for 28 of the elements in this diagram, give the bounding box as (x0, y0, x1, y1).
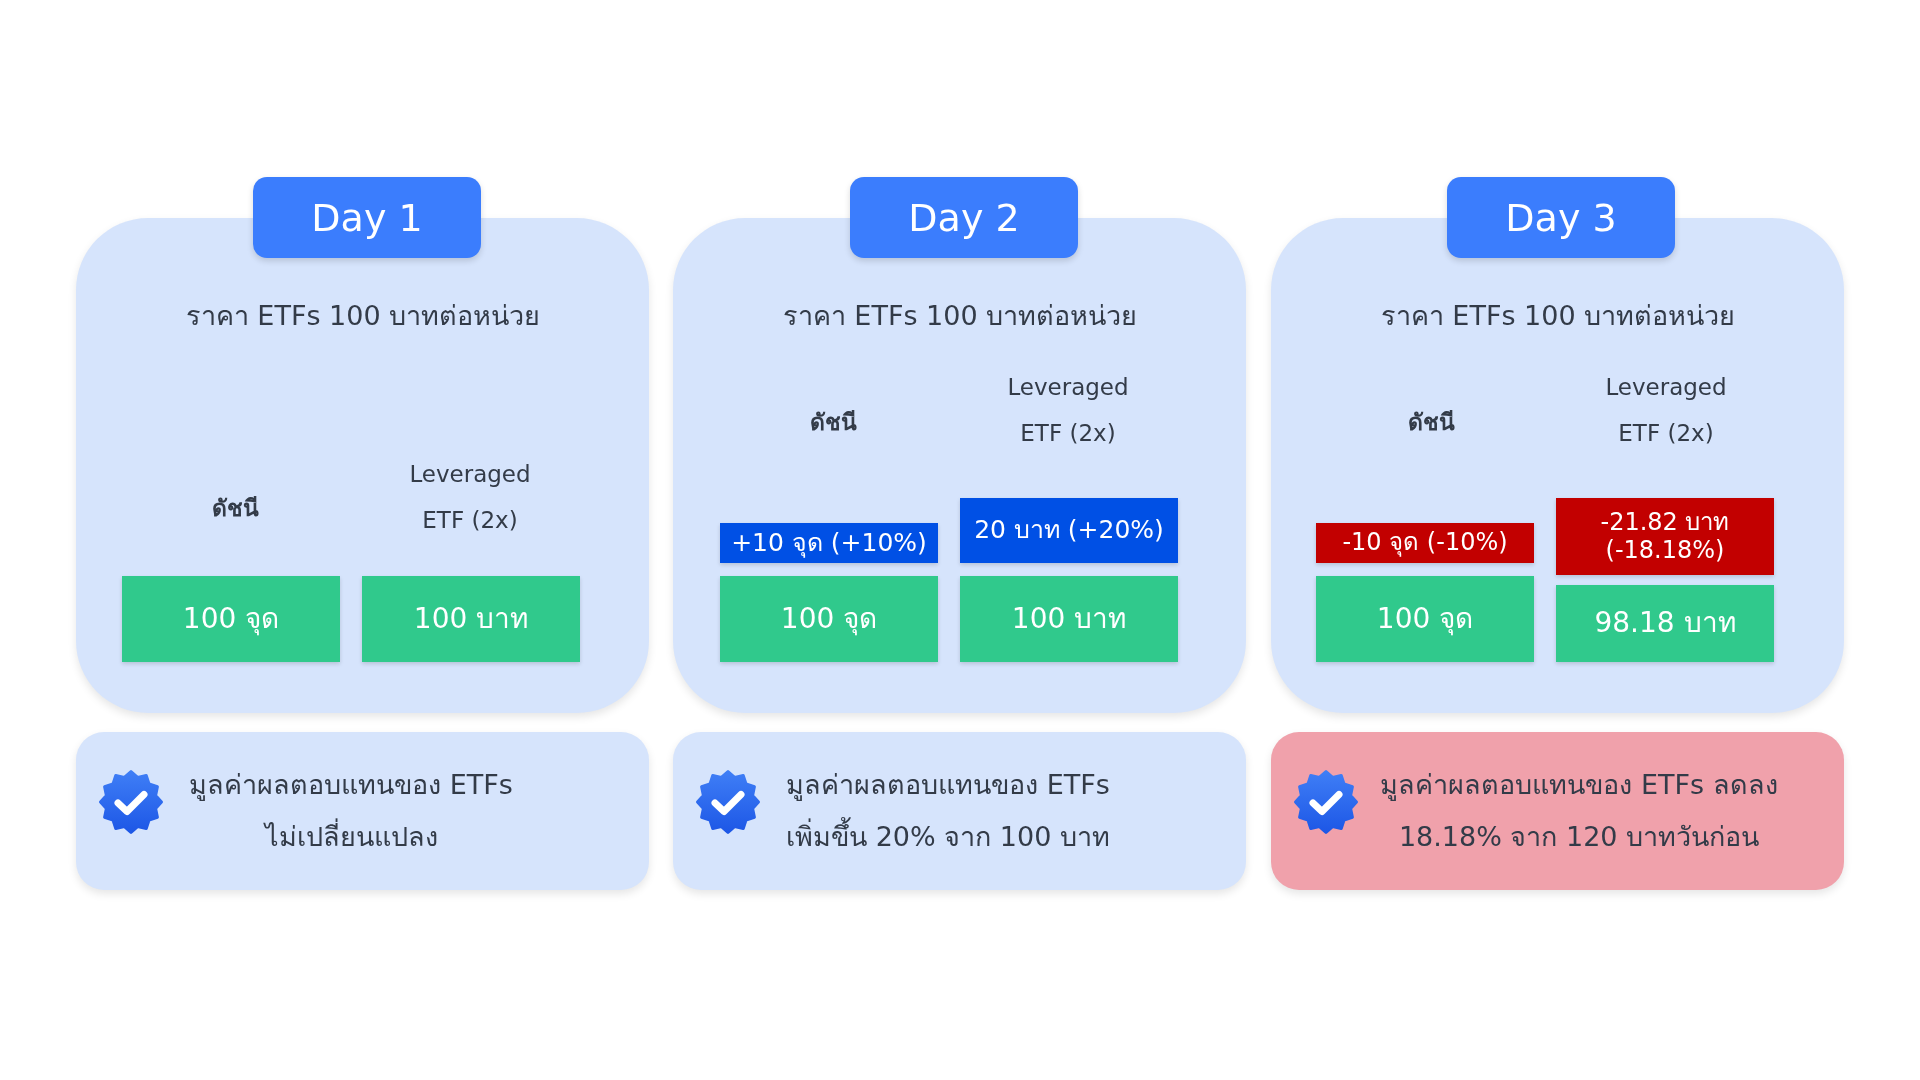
day-tab: Day 2 (850, 177, 1078, 258)
summary-card (673, 732, 1246, 890)
summary-text: มูลค่าผลตอบแทนของ ETFs ลดลง 18.18% จาก 120 บาทวันก่อน (1379, 768, 1779, 854)
day-tab: Day 1 (253, 177, 481, 258)
column-heading: ดัชนี (809, 408, 857, 437)
change-tile: -21.82 บาท (-18.18%) (1556, 498, 1774, 575)
column-heading: ดัชนี (1407, 408, 1455, 437)
value-tile: 100 บาท (960, 576, 1178, 662)
summary-text: มูลค่าผลตอบแทนของ ETFs เพิ่มขึ้น 20% จาก 100 บาท (785, 768, 1111, 854)
day-tab: Day 3 (1447, 177, 1675, 258)
value-tile: 98.18 บาท (1556, 585, 1774, 662)
summary-card (1271, 732, 1844, 890)
column-heading: Leveraged ETF (2x) (408, 460, 532, 535)
price-caption: ราคา ETFs 100 บาทต่อหน่วย (1380, 298, 1736, 333)
price-caption: ราคา ETFs 100 บาทต่อหน่วย (185, 298, 541, 333)
value-tile: 100 บาท (362, 576, 580, 662)
change-tile: 20 บาท (+20%) (960, 498, 1178, 563)
value-tile: 100 จุด (1316, 576, 1534, 662)
value-tile: 100 จุด (720, 576, 938, 662)
column-heading: ดัชนี (211, 494, 259, 523)
value-tile: 100 จุด (122, 576, 340, 662)
column-heading: Leveraged ETF (2x) (1604, 373, 1728, 448)
summary-card (76, 732, 649, 890)
change-tile: -10 จุด (-10%) (1316, 523, 1534, 563)
change-tile: +10 จุด (+10%) (720, 523, 938, 563)
summary-text: มูลค่าผลตอบแทนของ ETFs ไม่เปลี่ยนแปลง (188, 768, 514, 854)
price-caption: ราคา ETFs 100 บาทต่อหน่วย (782, 298, 1138, 333)
column-heading: Leveraged ETF (2x) (1006, 373, 1130, 448)
